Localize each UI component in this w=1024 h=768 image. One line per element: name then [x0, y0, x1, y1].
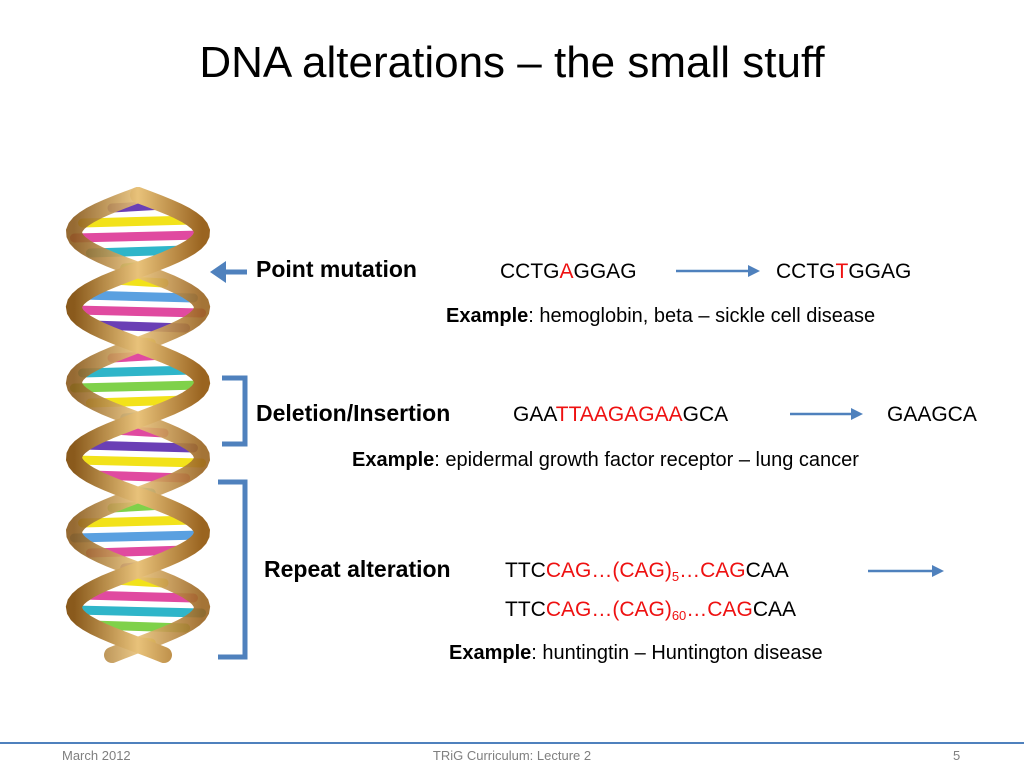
dna-base-pair — [69, 380, 207, 393]
dna-helix-image — [65, 187, 211, 663]
dna-base-pair — [78, 365, 198, 378]
dna-base-pair — [69, 230, 207, 243]
mutated-base: T — [835, 260, 849, 283]
page-number: 5 — [953, 748, 961, 763]
repeat-text: CAG…(CAG) — [545, 598, 672, 621]
seq-part: GCA — [682, 403, 729, 426]
seq-part: GAA — [513, 403, 556, 426]
point-mutation-example: Example: hemoglobin, beta – sickle cell … — [446, 305, 875, 328]
point-mutation-to-sequence: CCTGTGGAG — [776, 260, 911, 284]
seq-part: CAA — [745, 559, 789, 582]
right-arrow-icon — [676, 265, 760, 277]
seq-part: CAA — [752, 598, 796, 621]
repeat-text: …CAG — [679, 559, 746, 582]
repeat-alteration-to-sequence: TTCCAG…(CAG)60…CAGCAA — [505, 598, 796, 622]
deletion-insertion-to-sequence: GAAGCA — [887, 403, 977, 426]
seq-part: TTC — [505, 598, 546, 621]
deletion-insertion-from-sequence: GAATTAAGAGAAGCA — [513, 403, 728, 427]
dna-base-pair — [69, 605, 207, 618]
footer-title: TRiG Curriculum: Lecture 2 — [432, 748, 592, 763]
repeat-text: …CAG — [686, 598, 753, 621]
bracket-icon — [218, 479, 248, 660]
dna-base-pair — [78, 290, 198, 303]
example-text: : epidermal growth factor receptor – lun… — [434, 449, 859, 471]
repeat-part: CAG…(CAG)5…CAG — [545, 559, 746, 584]
deleted-bases: TTAAGAGAA — [555, 403, 683, 426]
deletion-insertion-label: Deletion/Insertion — [256, 400, 451, 426]
dna-base-pair — [78, 215, 198, 228]
dna-base-pair — [78, 515, 198, 528]
dna-base-pair — [69, 455, 207, 468]
dna-base-pair — [78, 440, 198, 453]
repeat-part: CAG…(CAG)60…CAG — [545, 598, 753, 623]
example-text: : huntingtin – Huntington disease — [531, 642, 823, 664]
seq-part: CCTG — [776, 260, 836, 283]
mutated-base: A — [559, 260, 574, 283]
left-arrow-icon — [210, 261, 247, 283]
dna-base-pair — [78, 590, 198, 603]
repeat-count: 60 — [671, 608, 687, 623]
right-arrow-icon — [790, 408, 863, 420]
example-text: : hemoglobin, beta – sickle cell disease — [528, 305, 876, 327]
seq-part: TTC — [505, 559, 546, 582]
repeat-count: 5 — [671, 569, 680, 584]
seq-part: GGAG — [573, 260, 637, 283]
footer-divider — [0, 742, 1024, 744]
repeat-text: CAG…(CAG) — [545, 559, 672, 582]
seq-part: CCTG — [500, 260, 560, 283]
example-label: Example — [449, 642, 532, 664]
point-mutation-from-sequence: CCTGAGGAG — [500, 260, 637, 284]
example-label: Example — [446, 305, 529, 327]
slide-title: DNA alterations – the small stuff — [199, 38, 825, 87]
repeat-alteration-example: Example: huntingtin – Huntington disease — [449, 642, 823, 665]
seq-part: GGAG — [848, 260, 912, 283]
repeat-alteration-from-sequence: TTCCAG…(CAG)5…CAGCAA — [505, 559, 789, 583]
repeat-alteration-label: Repeat alteration — [264, 556, 451, 582]
dna-base-pair — [69, 305, 207, 318]
footer-date: March 2012 — [62, 748, 131, 763]
example-label: Example — [352, 449, 435, 471]
point-mutation-label: Point mutation — [256, 256, 417, 282]
dna-base-pair — [69, 530, 207, 543]
bracket-icon — [222, 375, 248, 447]
deletion-insertion-example: Example: epidermal growth factor recepto… — [352, 449, 859, 472]
right-arrow-icon — [868, 565, 944, 577]
